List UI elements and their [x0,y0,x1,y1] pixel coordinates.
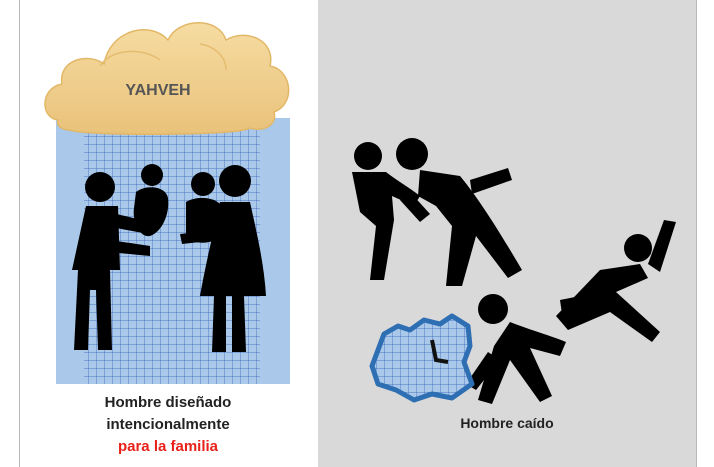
left-caption: Hombre diseñado intencionalmente para la… [19,392,317,458]
left-caption-line3: para la familia [117,438,219,455]
left-caption-line1: Hombre diseñado [104,394,232,411]
broken-grid-icon [369,313,475,403]
struggling-figures-icon [352,138,522,286]
right-caption: Hombre caído [460,415,554,431]
mother-figure-icon [200,165,266,352]
cloud-label: YAHVEH [125,82,191,99]
cloud-icon [44,22,290,136]
falling-figures-icon [466,220,676,404]
left-caption-line2: intencionalmente [106,416,230,433]
baby-figure-icon [133,164,169,237]
